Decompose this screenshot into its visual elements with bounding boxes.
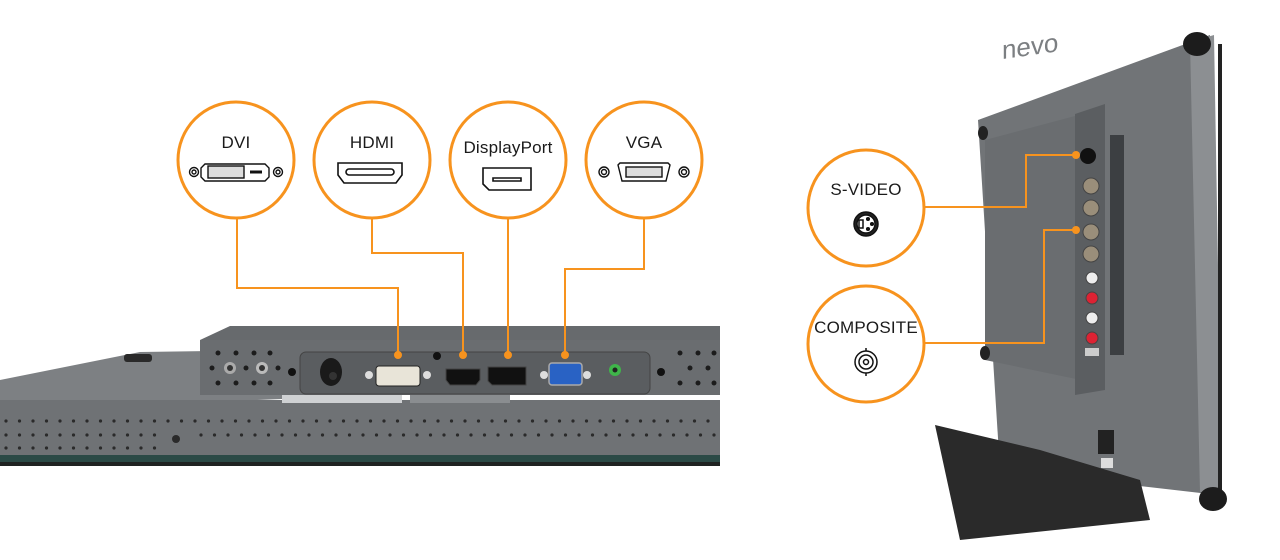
monitor-rear-photo: nevo	[935, 27, 1227, 540]
callout-dots	[394, 151, 1080, 359]
displayport-port-icon	[482, 167, 532, 191]
dvi-callout-line	[236, 218, 399, 355]
hdmi-callout-line	[371, 218, 464, 355]
s-video-label: S-VIDEO	[830, 180, 902, 199]
composite-callout-circle	[806, 284, 926, 404]
hdmi-label: HDMI	[349, 133, 395, 152]
dvi-callout-circle	[176, 100, 296, 220]
vent-holes	[4, 419, 716, 450]
bnc-composite-port-icon	[854, 348, 878, 376]
callout-lines	[236, 154, 1076, 355]
brand-emboss: nevo	[1002, 27, 1058, 65]
hdmi-port-icon	[337, 162, 403, 184]
s-video-callout-circle	[806, 148, 926, 268]
vga-port-icon	[598, 162, 690, 182]
composite-callout-line	[924, 229, 1076, 344]
displayport-callout-circle	[448, 100, 568, 220]
hdmi-callout-circle	[312, 100, 432, 220]
displayport-label: DisplayPort	[463, 138, 553, 157]
dvi-port-photo	[365, 365, 431, 387]
vga-label: VGA	[625, 133, 663, 152]
monitor-bottom-photo	[0, 326, 720, 466]
dvi-label: DVI	[221, 133, 251, 152]
vga-callout-circle	[584, 100, 704, 220]
s-video-callout-line	[924, 154, 1076, 208]
s-video-port-icon	[853, 211, 879, 237]
composite-label: COMPOSITE	[814, 318, 918, 337]
vga-callout-line	[564, 218, 645, 355]
dvi-port-icon	[188, 163, 284, 182]
